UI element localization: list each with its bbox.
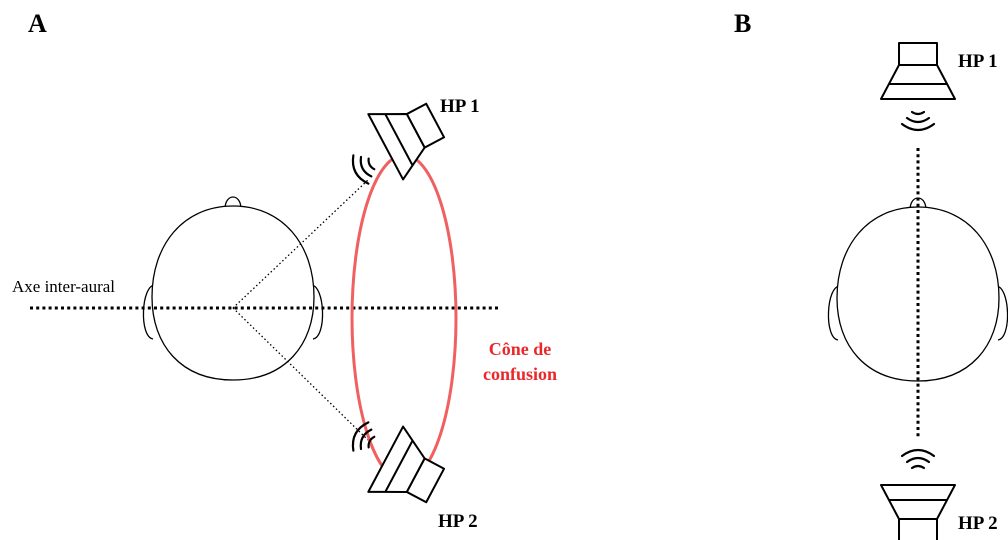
panel-b-letter: B <box>734 9 751 38</box>
cone-label-line2: confusion <box>483 364 557 384</box>
line-to-hp2 <box>232 307 369 441</box>
hp1-sound-waves-icon <box>900 110 936 132</box>
hp2-speaker-icon <box>880 484 956 540</box>
line-to-hp1 <box>232 179 369 309</box>
panel-a: A Axe inter-aural HP 1 HP 2 Cône de <box>12 9 557 532</box>
hp1-label: HP 1 <box>440 96 480 117</box>
head-icon <box>142 196 324 381</box>
hp1-speaker-icon <box>880 42 956 100</box>
hp1-label: HP 1 <box>958 51 998 72</box>
cone-label-line1: Cône de <box>489 339 552 359</box>
panel-b: B HP 1 HP 2 <box>734 9 1008 540</box>
panel-a-letter: A <box>28 9 47 38</box>
hp2-label: HP 2 <box>958 513 998 534</box>
interaural-axis-label: Axe inter-aural <box>12 277 115 296</box>
hp2-sound-waves-icon <box>900 448 936 470</box>
hp2-label: HP 2 <box>438 511 478 532</box>
